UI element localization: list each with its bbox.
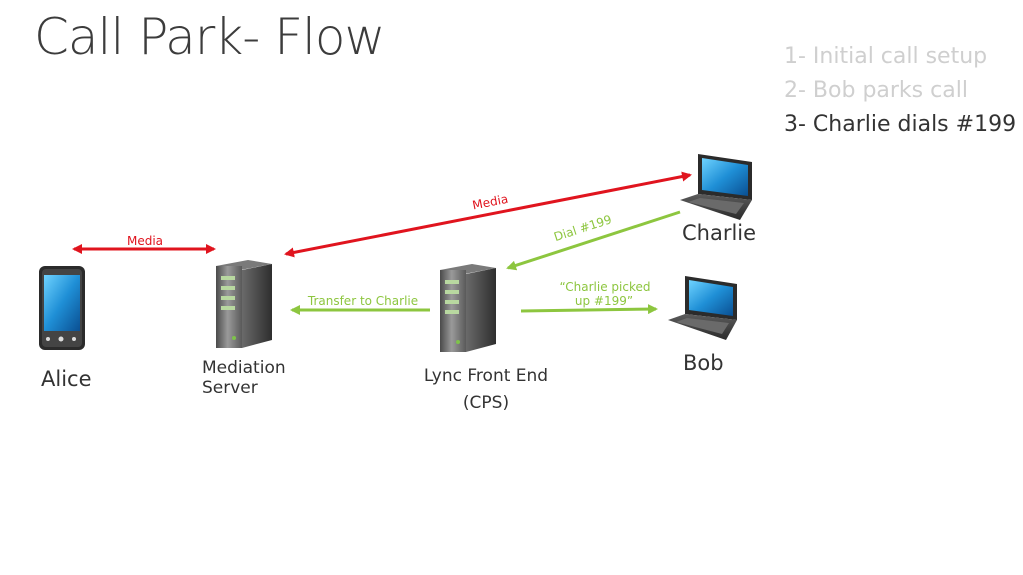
server-icon [440,264,496,352]
smartphone-icon [39,266,85,350]
bob-label: Bob [683,351,724,375]
step-3: 3- Charlie dials #199 [784,112,1017,137]
front-end-label-line1: Lync Front End [423,366,549,386]
media-left-label: Media [127,234,163,248]
alice-label: Alice [41,367,92,391]
transfer-label: Transfer to Charlie [307,294,418,308]
step-2: 2- Bob parks call [784,78,968,103]
picked-arrow [520,304,658,315]
dial-arrow [506,210,681,271]
front-end-label: Lync Front End (CPS) [406,363,566,417]
laptop-icon [668,276,737,340]
charlie-label: Charlie [682,221,757,245]
picked-label-line1: “Charlie picked [560,280,651,294]
mediation-server-label: Mediation Server [202,358,286,398]
media-top-label: Media [471,192,509,213]
laptop-icon [680,154,752,220]
step-list: 1- Initial call setup 2- Bob parks call … [784,40,1016,142]
mediation-label-line2: Server [202,378,258,398]
media-arrow-top [284,171,692,258]
dial-label: Dial #199 [552,212,613,244]
front-end-label-line2: (CPS) [462,393,510,413]
mediation-label-line1: Mediation [202,358,286,378]
picked-label-line2: up #199” [575,294,633,308]
server-icon [216,260,272,348]
step-1: 1- Initial call setup [784,44,988,69]
page-title: Call Park- Flow [34,8,385,66]
